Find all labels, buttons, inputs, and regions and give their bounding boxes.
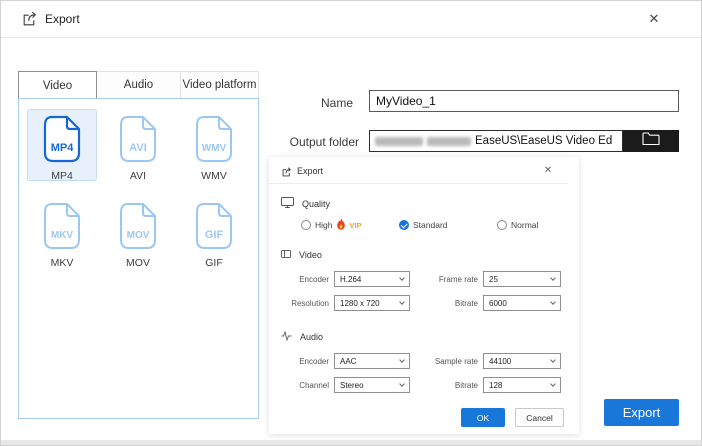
output-path-text: EaseUS\EaseUS Video Ed: [475, 135, 613, 147]
audio-encoder-label: Encoder: [299, 356, 329, 366]
footer-strip: [1, 440, 701, 445]
format-card-gif[interactable]: GIF GIF: [179, 196, 249, 269]
file-icon: AVI: [118, 115, 158, 168]
audio-bitrate-label: Bitrate: [454, 380, 478, 390]
radio-quality-high[interactable]: High VIP: [301, 218, 362, 232]
cancel-button[interactable]: Cancel: [515, 408, 564, 427]
dropdown-sample-rate[interactable]: 44100: [483, 353, 561, 369]
video-icon: [281, 249, 291, 261]
dropdown-audio-bitrate[interactable]: 128: [483, 377, 561, 393]
dropdown-audio-encoder[interactable]: AAC: [334, 353, 410, 369]
chevron-down-icon: [550, 299, 556, 305]
audio-row-encoder: Encoder AAC Sample rate 44100: [269, 353, 561, 369]
format-card-avi[interactable]: AVI AVI: [103, 109, 173, 182]
folder-icon: [642, 131, 660, 151]
chevron-down-icon: [550, 381, 556, 387]
window-close-icon[interactable]: ✕: [648, 11, 660, 26]
tab-audio[interactable]: Audio: [97, 71, 181, 99]
name-label: Name: [320, 96, 353, 110]
format-label: GIF: [205, 257, 223, 269]
svg-text:MP4: MP4: [51, 142, 75, 154]
tab-video[interactable]: Video: [18, 71, 97, 99]
output-folder-label: Output folder: [289, 135, 359, 149]
format-label: MP4: [51, 170, 73, 182]
export-share-icon: [281, 165, 292, 183]
dropdown-resolution[interactable]: 1280 x 720: [334, 295, 410, 311]
channel-label: Channel: [299, 380, 329, 390]
file-icon: WMV: [194, 115, 234, 168]
modal-close-icon[interactable]: ✕: [543, 164, 553, 176]
modal-header: Export ✕: [269, 157, 568, 184]
format-label: AVI: [129, 170, 147, 182]
titlebar: Export ✕: [1, 1, 701, 38]
quality-section-heading: Quality: [281, 197, 330, 210]
format-card-mp4[interactable]: MP4 MP4: [27, 109, 97, 182]
chevron-down-icon: [399, 381, 405, 387]
export-share-icon: [21, 11, 38, 33]
chevron-down-icon: [550, 357, 556, 363]
format-card-mov[interactable]: MOV MOV: [103, 196, 173, 269]
name-input[interactable]: [369, 90, 679, 112]
redacted-path-segment: [375, 136, 423, 146]
quality-options: High VIP Standard Normal: [301, 218, 573, 232]
radio-icon[interactable]: [301, 220, 311, 230]
output-folder-field[interactable]: EaseUS\EaseUS Video Ed: [369, 130, 623, 152]
export-button[interactable]: Export: [604, 399, 679, 426]
video-bitrate-label: Bitrate: [454, 298, 478, 308]
format-grid: MP4 MP4 AVI AVI WMV WMV MKV MK: [19, 99, 258, 283]
radio-checked-icon[interactable]: [399, 220, 409, 230]
audio-row-channel: Channel Stereo Bitrate 128: [269, 377, 561, 393]
resolution-label: Resolution: [291, 298, 329, 308]
svg-text:AVI: AVI: [129, 142, 147, 154]
video-row-encoder: Encoder H.264 Frame rate 25: [269, 271, 561, 287]
vip-badge: VIP: [349, 220, 362, 230]
radio-icon[interactable]: [497, 220, 507, 230]
dropdown-video-encoder[interactable]: H.264: [334, 271, 410, 287]
chevron-down-icon: [550, 275, 556, 281]
chevron-down-icon: [399, 275, 405, 281]
chevron-down-icon: [399, 299, 405, 305]
window-title: Export: [45, 12, 80, 26]
radio-quality-normal[interactable]: Normal: [497, 218, 538, 232]
dropdown-video-bitrate[interactable]: 6000: [483, 295, 561, 311]
file-icon: MP4: [42, 115, 82, 168]
modal-title: Export: [297, 166, 324, 176]
export-settings-modal: Export ✕ Quality High VIP Standard: [269, 157, 579, 434]
svg-text:MOV: MOV: [127, 230, 150, 241]
format-tabs: Video Audio Video platform: [18, 71, 259, 99]
tab-video-platform[interactable]: Video platform: [181, 71, 259, 99]
svg-text:MKV: MKV: [51, 230, 74, 241]
format-label: MOV: [126, 257, 150, 269]
radio-quality-standard[interactable]: Standard: [399, 218, 448, 232]
dropdown-frame-rate[interactable]: 25: [483, 271, 561, 287]
audio-waveform-icon: [281, 330, 292, 343]
browse-folder-button[interactable]: [623, 130, 679, 152]
dropdown-channel[interactable]: Stereo: [334, 377, 410, 393]
sample-rate-label: Sample rate: [434, 356, 478, 366]
video-row-resolution: Resolution 1280 x 720 Bitrate 6000: [269, 295, 561, 311]
redacted-path-segment: [427, 136, 471, 146]
file-icon: MKV: [42, 202, 82, 255]
format-label: WMV: [201, 170, 227, 182]
format-card-mkv[interactable]: MKV MKV: [27, 196, 97, 269]
format-panel: MP4 MP4 AVI AVI WMV WMV MKV MK: [18, 98, 259, 419]
encoder-label: Encoder: [299, 274, 329, 284]
ok-button[interactable]: OK: [461, 408, 505, 427]
audio-section-heading: Audio: [281, 330, 323, 343]
svg-text:GIF: GIF: [205, 229, 224, 241]
file-icon: MOV: [118, 202, 158, 255]
format-card-wmv[interactable]: WMV WMV: [179, 109, 249, 182]
flame-icon: [336, 218, 346, 232]
file-icon: GIF: [194, 202, 234, 255]
frame-rate-label: Frame rate: [438, 274, 478, 284]
svg-text:WMV: WMV: [202, 143, 227, 154]
format-label: MKV: [50, 257, 74, 269]
monitor-icon: [281, 197, 294, 210]
video-section-heading: Video: [281, 249, 322, 261]
chevron-down-icon: [399, 357, 405, 363]
